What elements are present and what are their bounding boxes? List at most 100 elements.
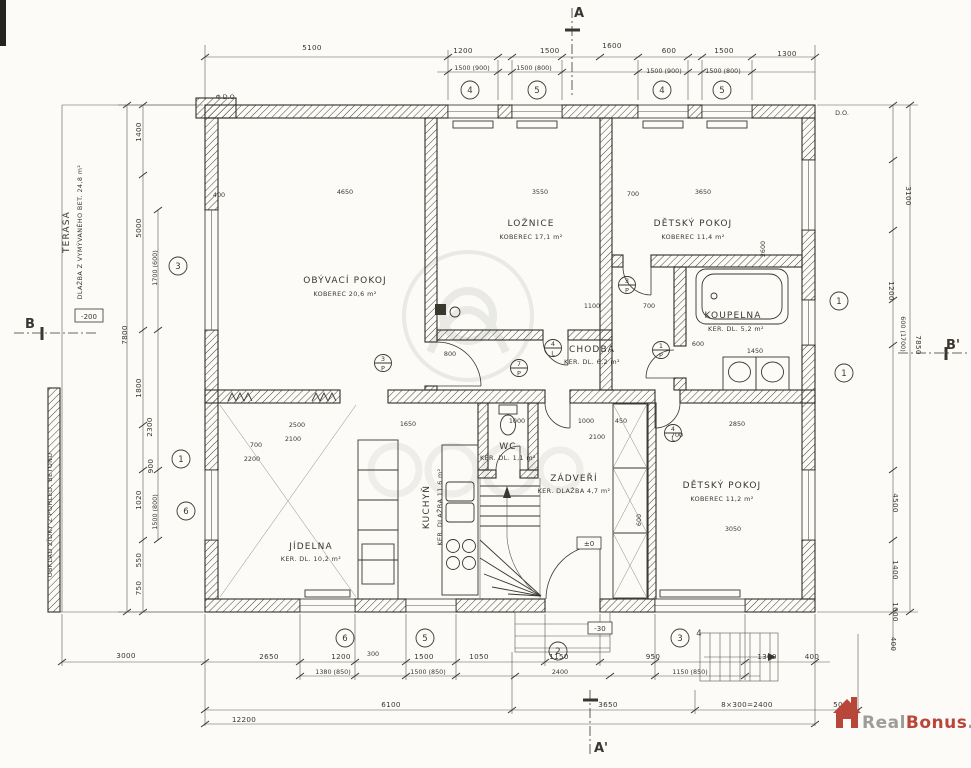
dim-label: 1300 — [757, 652, 777, 661]
dim-label: 1380 (850) — [315, 668, 350, 676]
dim-label: 400 — [213, 191, 225, 199]
dim-label: 4650 — [337, 188, 353, 196]
stove-burner — [462, 539, 476, 553]
living-room-stove — [435, 304, 461, 318]
dim-label: 1400 — [134, 122, 143, 142]
grid-bubble: 4 — [652, 80, 672, 100]
dim-label: 400 — [805, 652, 820, 661]
dim-label: 2200 — [244, 455, 260, 463]
level-badge: ±0 — [584, 540, 594, 548]
terrace-area: DLAŽBA Z VYMÝVANÉHO BET. 24,8 m² — [75, 165, 84, 300]
dim-label: 3550 — [532, 188, 548, 196]
dim-label: 7800 — [120, 325, 129, 345]
dim-label: 50 — [833, 700, 843, 709]
dim-label: 1050 — [469, 652, 489, 661]
room-area: KER. DL. 1,1 m² — [480, 454, 536, 462]
grid-bubble: 3 — [670, 628, 690, 648]
toilet-bowl — [500, 414, 516, 436]
dim-label-total: 12200 — [232, 715, 256, 724]
grid-bubble-label: 1 — [841, 369, 846, 379]
door-ref-number: 3 — [381, 355, 385, 363]
dim-label: 1500 (800) — [705, 67, 740, 75]
grid-bubbles: 4 5 4 5 3 1 6 1 1 6 5 2 3 4 — [168, 80, 854, 661]
room-name: OBÝVACÍ POKOJ — [303, 274, 387, 286]
dim-label: 1500 (900) — [454, 64, 489, 72]
grid-bubble: 5 — [712, 80, 732, 100]
door-ref-letter: L — [671, 435, 675, 443]
grid-bubble-label: 5 — [719, 86, 724, 96]
dim-label: 700 — [627, 190, 639, 198]
dim-label: 400 — [889, 637, 898, 652]
dim-label: 950 — [646, 652, 661, 661]
dim-label: 1500 — [540, 46, 560, 55]
section-label: A — [574, 6, 584, 21]
bathtub — [695, 268, 789, 325]
drain-note: Φ D.O. — [216, 93, 237, 101]
dim-label: 2500 — [289, 421, 305, 429]
insulation-zigzag — [311, 391, 337, 403]
dim-label: 6100 — [381, 700, 401, 709]
dim-label: 3650 — [598, 700, 618, 709]
stove-burner — [462, 556, 476, 570]
interior-stairs — [479, 478, 542, 599]
brand-text: RealBonus.cz — [862, 713, 971, 733]
dim-label: 1500 (800) — [151, 494, 159, 529]
dim-label: 1800 — [134, 378, 143, 398]
grid-bubble-label: 5 — [422, 634, 427, 644]
dim-label: 2850 — [729, 420, 745, 428]
house-icon — [833, 697, 861, 713]
stove-burner — [446, 539, 460, 553]
drain-note: D.O. — [835, 109, 849, 117]
toilet-cistern — [498, 404, 518, 415]
door-ref-bubble: 3P — [374, 354, 392, 373]
dim-label: 2650 — [259, 652, 279, 661]
grid-bubble: 6 — [335, 628, 355, 648]
level-badge: -200 — [81, 313, 97, 321]
room-name: CHODBA — [569, 345, 615, 355]
dim-label: 8×300=2400 — [721, 700, 773, 709]
room-area: KOBEREC 11,4 m² — [661, 233, 724, 241]
dim-label: 5000 — [134, 218, 143, 238]
door-ref-bubble: 1P — [652, 341, 670, 360]
kitchen-counter — [441, 444, 479, 596]
brand-bonus: Bonus — [906, 713, 967, 733]
door-ref-letter: P — [381, 365, 385, 373]
grid-bubble: 4 — [460, 80, 480, 100]
section-label: B' — [946, 338, 960, 353]
insulation-zigzag — [227, 391, 253, 403]
grid-bubble-label: 4 — [467, 86, 472, 96]
door-ref-bubble: 7P — [510, 359, 528, 378]
stair-direction-arrow — [768, 653, 776, 661]
room-area: KOBEREC 17,1 m² — [499, 233, 562, 241]
door-ref-number: 7 — [517, 360, 521, 368]
dim-label: 700 — [250, 441, 262, 449]
grid-bubble: 5 — [527, 80, 547, 100]
grid-bubble-label: 2 — [555, 647, 560, 657]
radiator — [706, 120, 748, 129]
dim-label: 1500 — [714, 46, 734, 55]
dim-label: 2400 — [552, 668, 568, 676]
grid-bubble-label: 3 — [677, 634, 682, 644]
grid-bubble: 1 — [834, 363, 854, 383]
dim-label: 1400 — [891, 560, 900, 580]
exterior-stairs — [699, 632, 779, 682]
dim-label: 600 — [662, 46, 677, 55]
dim-label: 2300 — [145, 417, 154, 437]
room-area: KER. DL. 6,2 m² — [564, 358, 620, 366]
dim-label: 2600 — [759, 241, 767, 257]
room-area: KOBEREC 11,2 m² — [690, 495, 753, 503]
dim-label: 1200 — [331, 652, 351, 661]
room-name: JÍDELNA — [288, 540, 333, 552]
dim-label: 7850 — [914, 335, 923, 355]
grid-bubble: 2 — [548, 641, 568, 661]
dim-label: 1200 — [887, 281, 896, 301]
sink-bowl — [445, 481, 475, 502]
dim-label: 1200 — [453, 46, 473, 55]
grid-bubble-label: 3 — [175, 262, 180, 272]
room-area: KER. DL. 5,2 m² — [708, 325, 764, 333]
grid-bubble: 3 — [168, 256, 188, 276]
dim-label: 5100 — [302, 43, 322, 52]
windows — [204, 104, 816, 613]
room-name: WC — [499, 442, 516, 452]
dim-label: 900 — [146, 459, 155, 474]
